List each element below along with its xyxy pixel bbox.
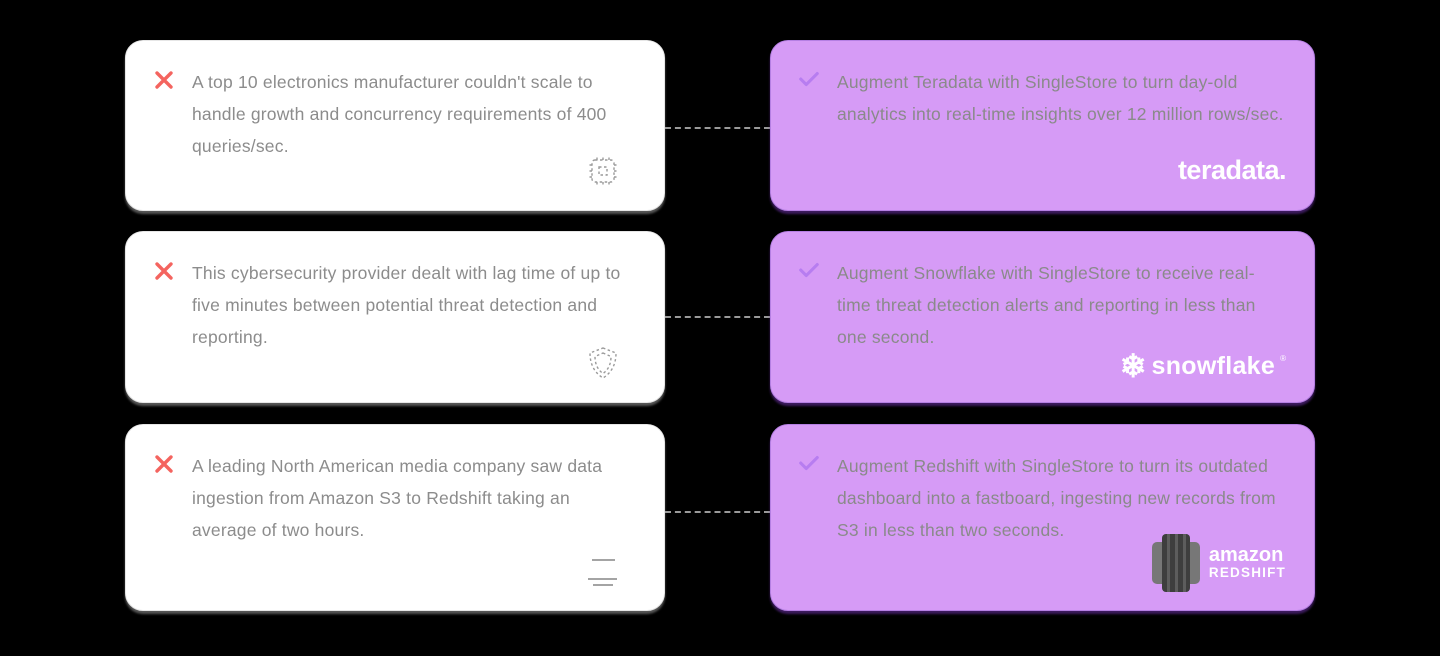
- solution-text: Augment Teradata with SingleStore to tur…: [837, 72, 1284, 124]
- x-mark-icon: [153, 69, 175, 91]
- amazon-redshift-logo: amazon REDSHIFT: [1151, 534, 1286, 592]
- problem-card-media: A leading North American media company s…: [125, 424, 665, 611]
- redshift-wordmark: REDSHIFT: [1208, 565, 1286, 581]
- problem-card-electronics: A top 10 electronics manufacturer couldn…: [125, 40, 665, 211]
- solution-card-redshift: Augment Redshift with SingleStore to tur…: [770, 424, 1315, 611]
- check-mark-icon: [798, 453, 820, 475]
- media-lines-icon: [584, 552, 622, 590]
- solution-text: Augment Snowflake with SingleStore to re…: [837, 263, 1256, 347]
- connector-line: [665, 511, 770, 513]
- problem-card-cybersecurity: This cybersecurity provider dealt with l…: [125, 231, 665, 403]
- x-mark-icon: [153, 453, 175, 475]
- shield-icon: [584, 344, 622, 382]
- problem-text: This cybersecurity provider dealt with l…: [192, 263, 621, 347]
- teradata-logo: teradata.: [1177, 155, 1287, 185]
- problem-text: A leading North American media company s…: [192, 456, 603, 540]
- connector-line: [665, 127, 770, 129]
- redshift-database-icon: [1151, 534, 1200, 592]
- x-mark-icon: [153, 260, 175, 282]
- check-mark-icon: [798, 69, 820, 91]
- chip-icon: [584, 152, 622, 190]
- check-mark-icon: [798, 260, 820, 282]
- solution-card-teradata: Augment Teradata with SingleStore to tur…: [770, 40, 1315, 211]
- connector-line: [665, 316, 770, 318]
- amazon-wordmark: amazon: [1208, 544, 1284, 567]
- problem-text: A top 10 electronics manufacturer couldn…: [192, 72, 607, 156]
- snowflake-icon: ❄: [1119, 348, 1147, 384]
- snowflake-wordmark: snowflake: [1151, 351, 1276, 380]
- registered-mark: ®: [1280, 354, 1286, 363]
- snowflake-logo: ❄ snowflake ®: [1120, 350, 1286, 382]
- solution-text: Augment Redshift with SingleStore to tur…: [837, 456, 1276, 540]
- solution-card-snowflake: Augment Snowflake with SingleStore to re…: [770, 231, 1315, 403]
